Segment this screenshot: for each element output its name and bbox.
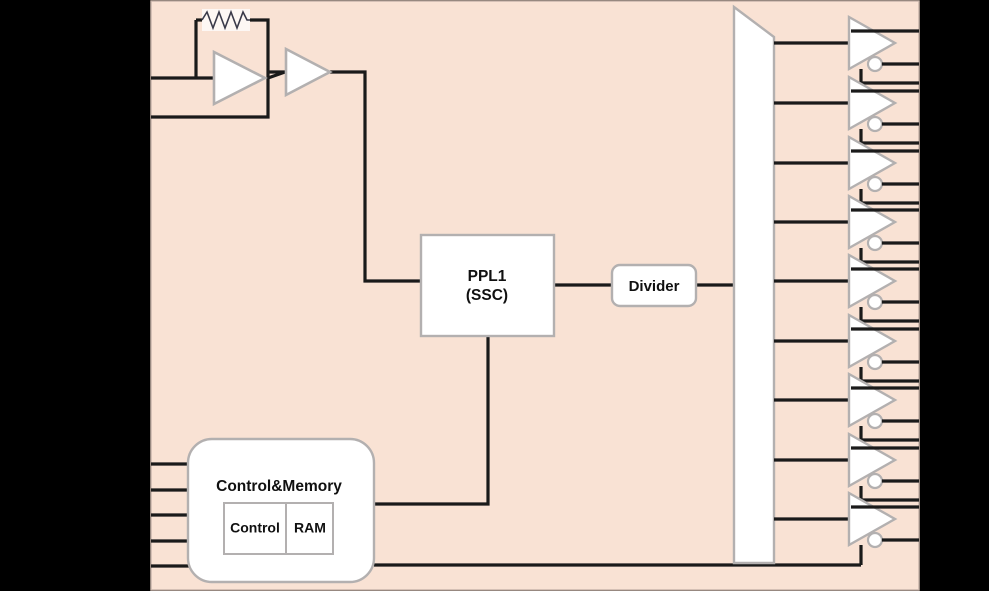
wire-buffer-to-pll xyxy=(330,70,421,283)
ram-sub-block[interactable] xyxy=(285,502,334,555)
output-driver-9[interactable] xyxy=(774,490,919,565)
divider-block-body xyxy=(610,263,698,308)
output-driver-bank xyxy=(774,14,919,565)
output-driver-1[interactable] xyxy=(774,14,919,85)
buffer-amplifier[interactable] xyxy=(284,46,333,98)
oscillator-amplifier[interactable] xyxy=(212,49,268,107)
driver-bubble-6 xyxy=(866,353,884,371)
wire-xtal-out xyxy=(151,78,270,119)
control-memory-block[interactable]: Control&Memory Control RAM xyxy=(186,437,376,584)
driver-bubble-9 xyxy=(866,531,884,549)
wire-feedback-top-right xyxy=(248,18,270,78)
output-driver-3[interactable] xyxy=(774,134,919,205)
output-driver-6[interactable] xyxy=(774,312,919,383)
divider-block[interactable]: Divider xyxy=(610,263,698,308)
control-memory-label: Control&Memory xyxy=(216,478,342,495)
driver-bubble-1 xyxy=(866,55,884,73)
driver-bubble-5 xyxy=(866,293,884,311)
driver-bubble-8 xyxy=(866,472,884,490)
driver-bubble-4 xyxy=(866,234,884,252)
pll-block[interactable]: PPL1 (SSC) xyxy=(419,233,556,338)
wire-pll-to-control xyxy=(374,336,490,506)
driver-bubble-2 xyxy=(866,115,884,133)
pll-label-line1: PPL1 xyxy=(468,268,507,285)
divider-label: Divider xyxy=(629,278,680,295)
wire-layer xyxy=(151,18,861,568)
feedback-resistor[interactable] xyxy=(201,9,250,31)
output-driver-5[interactable] xyxy=(774,252,919,323)
control-sub-label: Control xyxy=(230,520,280,536)
resistor-zigzag-icon xyxy=(201,9,250,31)
ram-sub-label: RAM xyxy=(294,520,326,536)
driver-bubble-3 xyxy=(866,175,884,193)
output-distribution-bar[interactable] xyxy=(732,4,776,565)
driver-bubble-7 xyxy=(866,412,884,430)
pll-label-line2: (SSC) xyxy=(466,287,508,304)
pll-block-body xyxy=(419,233,556,338)
